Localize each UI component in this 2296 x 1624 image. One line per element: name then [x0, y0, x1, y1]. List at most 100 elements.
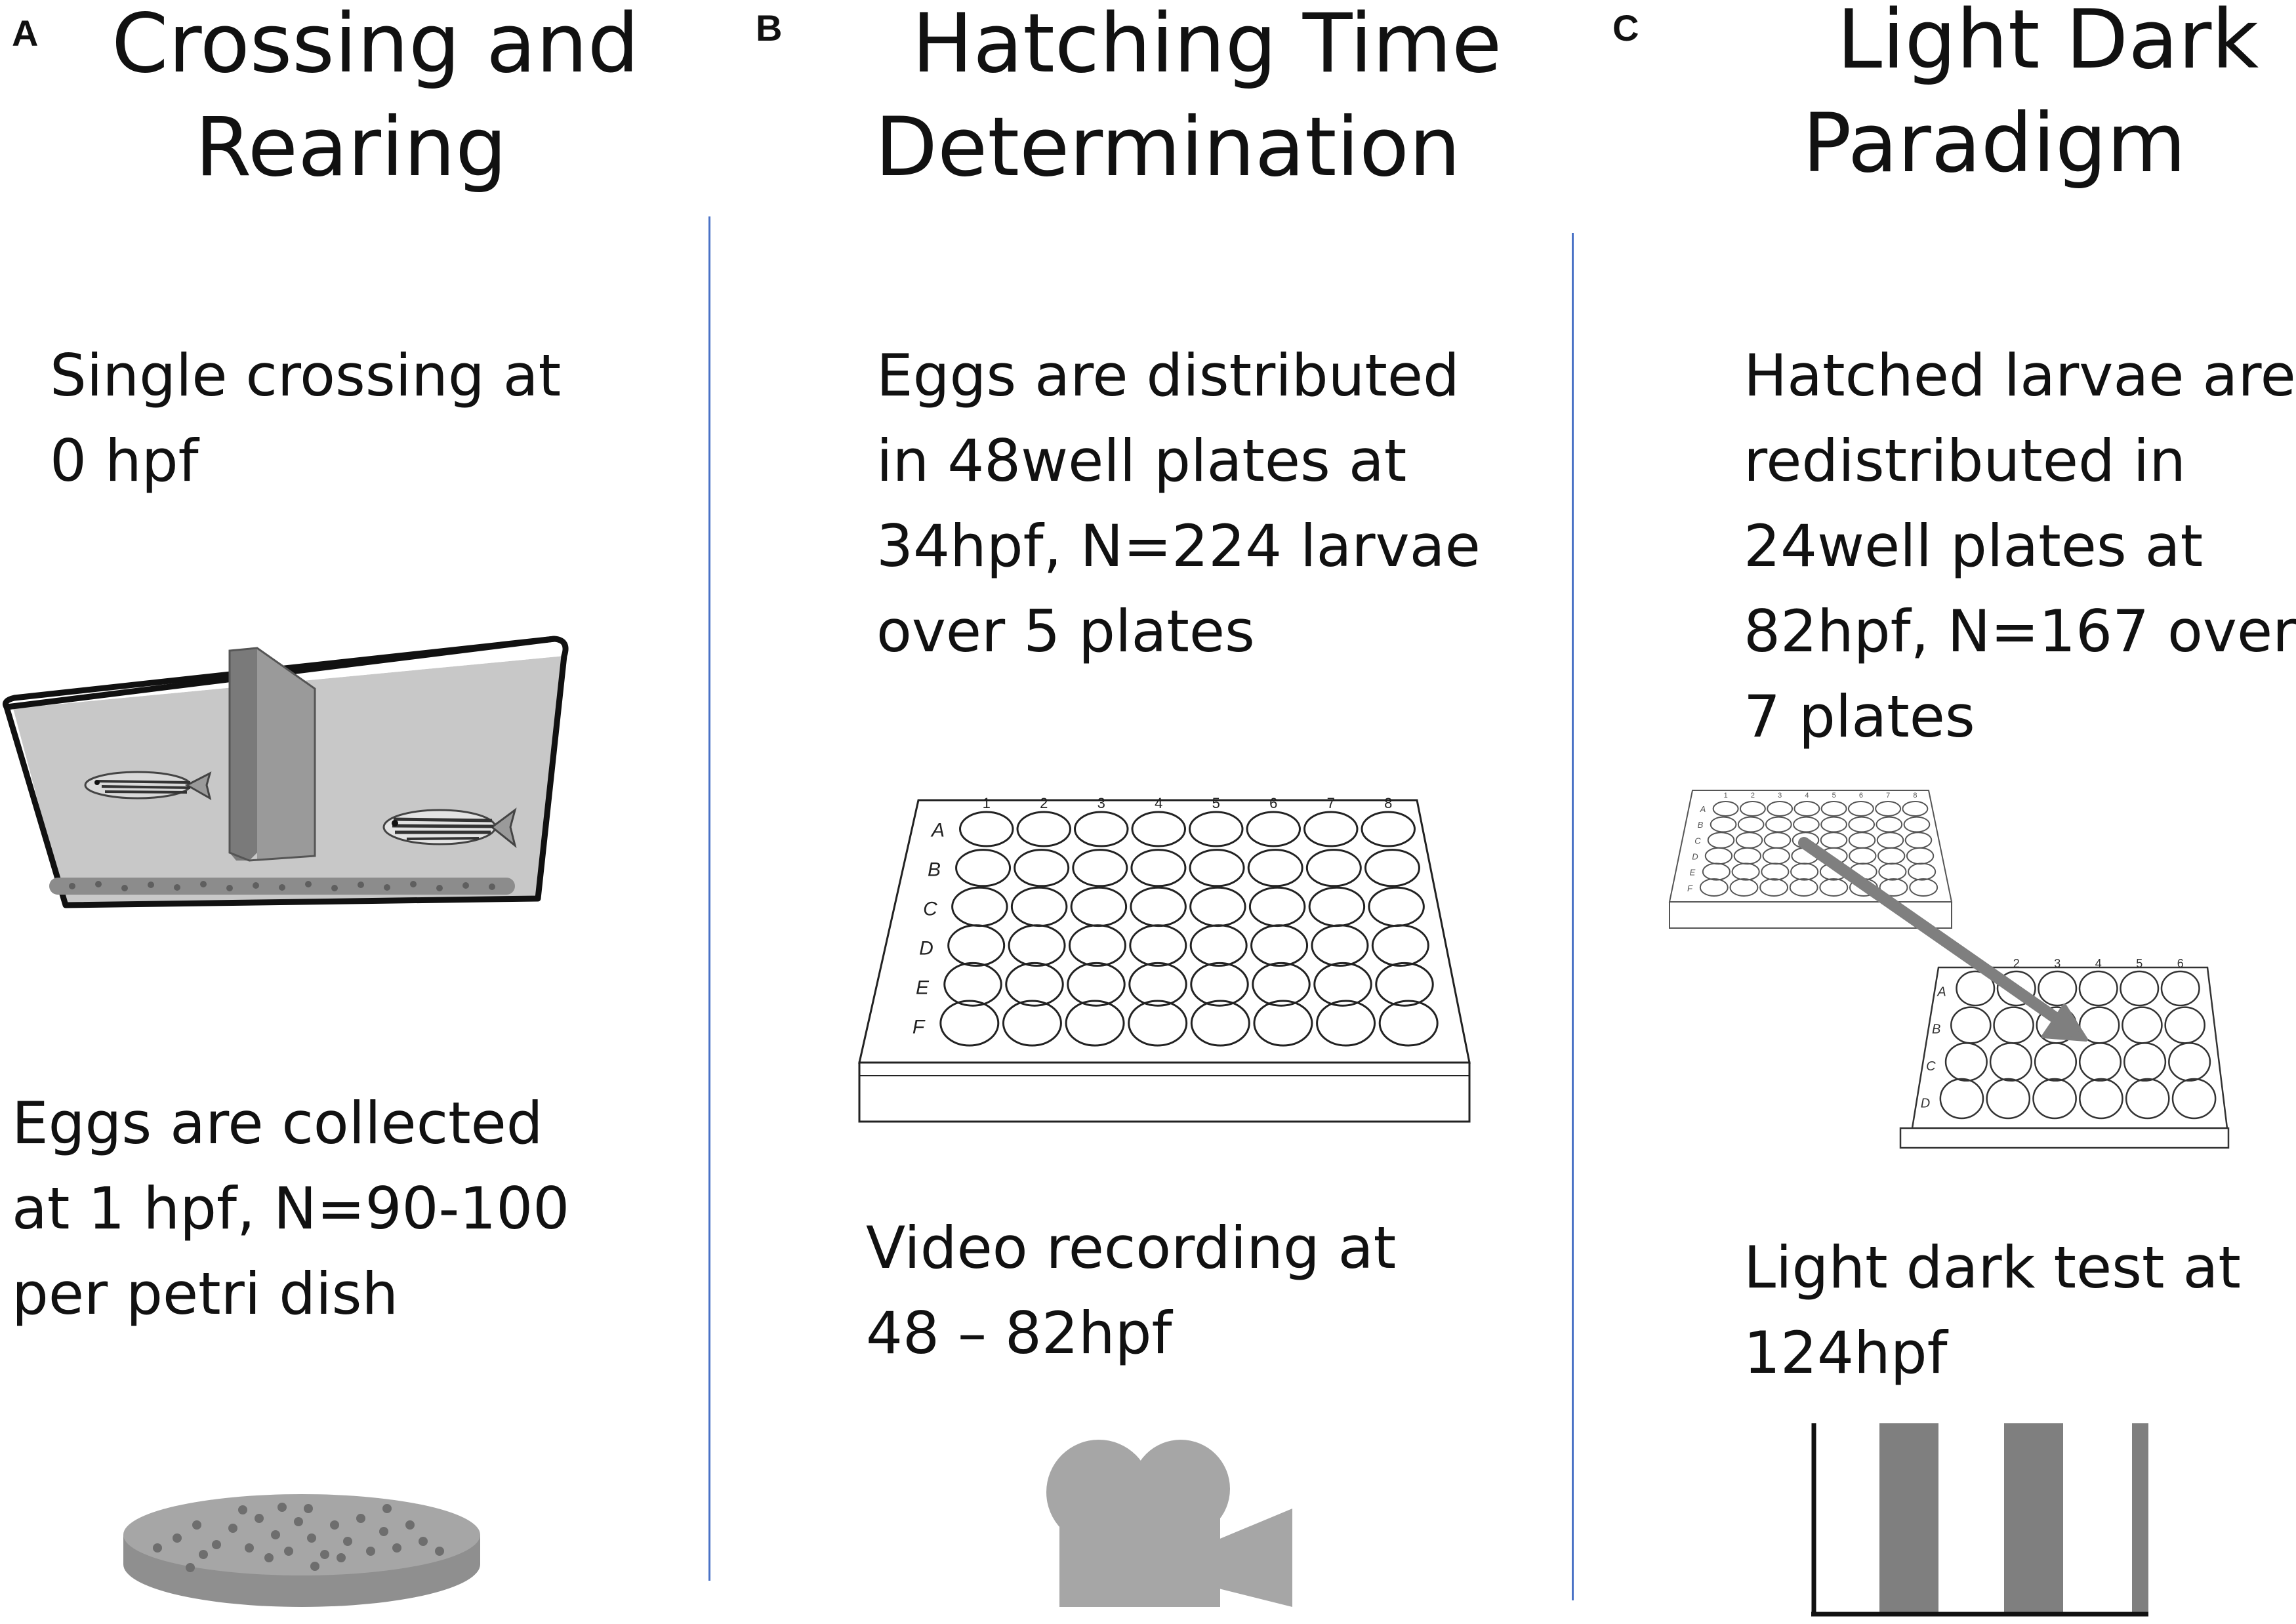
well-A1: [1956, 970, 1996, 1007]
transfer-arrow-icon: [1798, 837, 2088, 1042]
panel-c-step2-text: Light dark test at 124hpf: [1744, 1225, 2241, 1396]
well-A2: [1016, 811, 1071, 847]
panel-c-step1-line-3: 24well plates at: [1744, 512, 2204, 580]
well-E2: [1005, 962, 1064, 1007]
petri-dish-icon: [123, 1494, 480, 1607]
video-camera-icon: [1046, 1440, 1292, 1607]
well-C4: [2078, 1042, 2122, 1082]
well-E1: [943, 962, 1002, 1007]
panel-b-letter: B: [756, 7, 783, 49]
well-D1: [947, 924, 1006, 967]
panel-b-step1-line-2: in 48well plates at: [876, 427, 1407, 495]
well-E8: [1375, 962, 1434, 1007]
well-A3: [2038, 970, 2078, 1007]
well-A2: [1739, 801, 1766, 817]
well-E4: [1790, 863, 1819, 881]
panel-b-step2-line-1: Video recording at: [866, 1214, 1397, 1282]
well-F8: [1378, 1000, 1439, 1047]
panel-a-title-line-2: Rearing: [195, 100, 507, 195]
panel-b-title-line-1: Hatching Time: [912, 0, 1502, 91]
column-label: 7: [1327, 795, 1335, 811]
well-D2: [1986, 1078, 2031, 1120]
well-F7: [1316, 1000, 1376, 1047]
panel-b-step1-line-4: over 5 plates: [876, 598, 1255, 665]
row-label: A: [1937, 985, 1946, 1000]
column-label: 3: [2054, 957, 2060, 970]
panel-c-step1-line-1: Hatched larvae are: [1744, 342, 2296, 409]
column-label: 4: [2095, 957, 2102, 970]
column-label: 3: [1097, 795, 1105, 811]
column-label: 5: [1832, 792, 1836, 800]
well-A8: [1361, 811, 1416, 847]
column-label: 4: [1805, 792, 1809, 800]
panel-c-step1-line-2: redistributed in: [1744, 427, 2186, 495]
column-label: 1: [1724, 792, 1728, 800]
row-label: D: [1921, 1097, 1930, 1111]
panel-b-step2-text: Video recording at 48 – 82hpf: [866, 1206, 1396, 1376]
column-label: 6: [1269, 795, 1277, 811]
well-C1: [1944, 1042, 1988, 1082]
well-A3: [1074, 811, 1129, 847]
well-C5: [2123, 1042, 2167, 1082]
column-label: 2: [1751, 792, 1755, 800]
panel-a-letter: A: [12, 12, 39, 54]
well-F8: [1909, 878, 1938, 897]
panel-c-title: Light Dark Paradigm: [1784, 0, 2259, 195]
well-F5: [1190, 1000, 1250, 1047]
panel-a-step2-text: Eggs are collected at 1 hpf, N=90-100 pe…: [12, 1081, 569, 1337]
well-C6: [2168, 1042, 2211, 1082]
well-D3: [1068, 924, 1126, 967]
well-E7: [1878, 863, 1907, 881]
well-D5: [1189, 924, 1248, 967]
well-B7: [1305, 849, 1362, 887]
column-label: 1: [983, 795, 991, 811]
row-label: B: [928, 859, 941, 881]
well-A6: [1246, 811, 1301, 847]
panel-b-step2-line-2: 48 – 82hpf: [866, 1299, 1172, 1367]
well-A4: [1131, 811, 1186, 847]
row-label: B: [1698, 820, 1704, 830]
well-A4: [1794, 801, 1820, 817]
row-label: D: [1692, 851, 1698, 861]
row-label: C: [1694, 836, 1701, 845]
row-label: A: [930, 820, 945, 842]
row-label: F: [1687, 883, 1693, 893]
row-label: B: [1932, 1022, 1940, 1036]
well-E3: [1067, 962, 1126, 1007]
well-C3: [2034, 1042, 2078, 1082]
well-F6: [1253, 1000, 1313, 1047]
light-dark-bars-icon: [1811, 1423, 2148, 1617]
well-C2: [1989, 1042, 2032, 1082]
well-A7: [1303, 811, 1359, 847]
panel-c-title-line-1: Light Dark: [1837, 0, 2259, 87]
panel-c-step2-line-2: 124hpf: [1744, 1319, 1948, 1387]
panel-b-step1-text: Eggs are distributed in 48well plates at…: [876, 333, 1481, 674]
well-B6: [1247, 849, 1303, 887]
panel-b-title: Hatching Time Determination: [872, 0, 1502, 199]
well-D3: [2032, 1078, 2077, 1120]
row-label: C: [1926, 1059, 1936, 1074]
column-label: 8: [1913, 792, 1917, 800]
row-label: F: [912, 1016, 926, 1038]
panel-c-step1-line-4: 82hpf, N=167 over: [1744, 598, 2296, 665]
well-B4: [1130, 849, 1187, 887]
panel-b-title-line-2: Determination: [874, 100, 1461, 195]
divider-left: [708, 216, 710, 1581]
panel-a-step2-line-3: per petri dish: [12, 1260, 399, 1328]
panel-a-step2-line-1: Eggs are collected: [12, 1089, 543, 1157]
column-label: 2: [1040, 795, 1048, 811]
well-A3: [1767, 801, 1794, 817]
well-F5: [1819, 878, 1849, 897]
well-F7: [1879, 878, 1908, 897]
well-A4: [2078, 970, 2118, 1007]
well-B1: [955, 849, 1012, 887]
panel-a-step1-text: Single crossing at 0 hpf: [50, 333, 561, 504]
column-label: 5: [2136, 957, 2142, 970]
well-A6: [2160, 970, 2200, 1007]
divider-right: [1572, 233, 1574, 1600]
well-D7: [1311, 924, 1369, 967]
well-E8: [1908, 863, 1937, 881]
row-label: A: [1700, 804, 1706, 814]
well-E3: [1761, 863, 1790, 881]
well-A5: [2120, 970, 2160, 1007]
